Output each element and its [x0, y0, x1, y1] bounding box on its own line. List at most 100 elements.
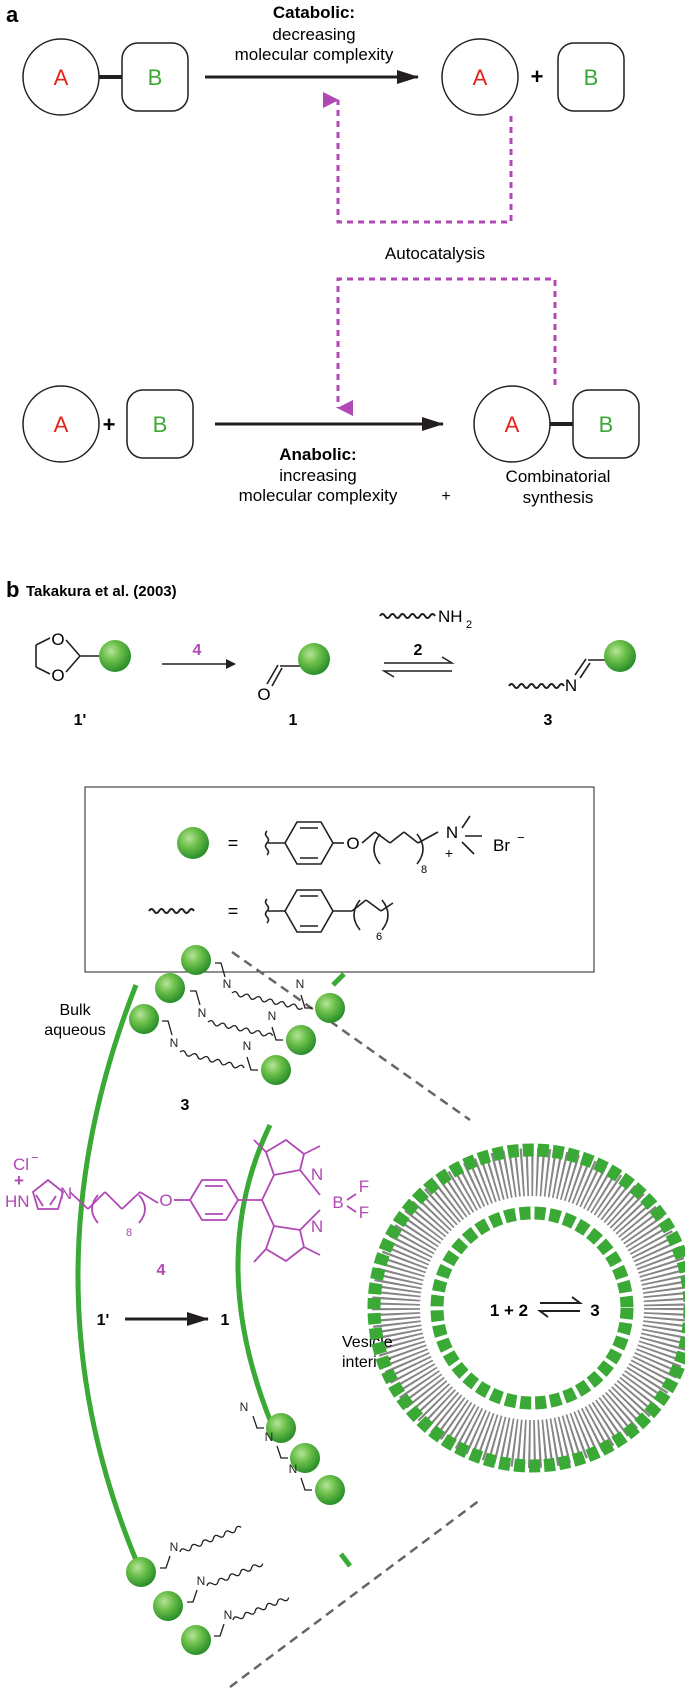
legend-br: Br [493, 836, 510, 855]
bulk-line2: aqueous [44, 1022, 105, 1039]
anabolic-plus: + [441, 488, 450, 505]
legend-n: N [446, 823, 458, 842]
aldehyde-o: O [257, 685, 270, 704]
anabolic-line2: molecular complexity [239, 486, 398, 505]
bodipy-n1: N [311, 1165, 323, 1184]
vesicle-inner-heads [430, 1206, 634, 1410]
n-top-5: N [268, 1009, 277, 1023]
equilibrium-forward [384, 656, 455, 664]
aldehyde-1 [266, 664, 300, 687]
n-bot-3: N [289, 1462, 298, 1476]
label-a-top: A [54, 65, 69, 90]
label-b-product: B [584, 65, 599, 90]
legend-sub8: 8 [421, 864, 427, 876]
catalyst-sub8: 8 [126, 1227, 132, 1239]
cl-ion: Cl [13, 1155, 29, 1174]
catabolic-line2: molecular complexity [235, 45, 394, 64]
rxn-left: 1' [97, 1312, 110, 1329]
membrane-inner-arc [235, 1123, 275, 1426]
vesicle-eq-left: 1 + 2 [490, 1301, 528, 1320]
green-ball-1prime [99, 640, 131, 672]
n-top-1: N [223, 977, 232, 991]
box-b-top [121, 42, 189, 112]
bodipy-b: B [332, 1193, 343, 1212]
circle-a-product [441, 38, 519, 116]
autocatalysis-loop-bottom [336, 277, 557, 416]
citation: Takakura et al. (2003) [26, 583, 177, 600]
imidazolium-plus: + [14, 1171, 24, 1190]
equilibrium-backward [381, 670, 452, 678]
imine-n: N [565, 676, 577, 695]
anabolic-line1: increasing [279, 466, 357, 485]
circle-a-bottom [22, 385, 100, 463]
n-bot-2: N [265, 1430, 274, 1444]
membrane-outer-arc [75, 984, 139, 1561]
catabolic-title: Catabolic: [273, 3, 355, 22]
n-top-2: N [198, 1006, 207, 1020]
imine-3-chain [508, 683, 565, 689]
legend-wavy-line [148, 908, 195, 914]
amine-nh: NH [438, 607, 463, 626]
imine-bonds [574, 658, 606, 679]
n-top-3: N [170, 1036, 179, 1050]
cl-minus: − [31, 1150, 39, 1165]
label-b-bottom: B [153, 412, 168, 437]
box-b-bottom [126, 389, 194, 459]
membrane-right-bottom-stub [339, 1552, 352, 1568]
vesicle: 1 + 2 3 [367, 1143, 685, 1473]
n-bot-4: N [170, 1540, 179, 1554]
anabolic-title: Anabolic: [279, 445, 356, 464]
imidazolium-n: N [60, 1184, 72, 1203]
label-3-membrane: 3 [181, 1097, 190, 1114]
legend-structure-1 [264, 815, 482, 865]
n-bot-5: N [197, 1574, 206, 1588]
label-1prime: 1' [74, 712, 87, 729]
vesicle-eq-forward [540, 1296, 583, 1304]
bf-bond-2 [346, 1205, 357, 1213]
vesicle-lumen [444, 1220, 620, 1396]
autocatalysis-label: Autocatalysis [385, 244, 485, 263]
legend-eq2: = [228, 901, 239, 921]
panel-a-label: a [6, 2, 19, 27]
n-top-6: N [243, 1039, 252, 1053]
box-b-product [557, 42, 625, 112]
panel-a: a A B Catabolic: decreasing molecular co… [6, 2, 640, 507]
acetal-o-bottom: O [51, 666, 64, 685]
zoom-line-bottom [229, 1498, 481, 1689]
rxn-right: 1 [221, 1312, 230, 1329]
acetal-o-top: O [51, 630, 64, 649]
bodipy-f2: F [359, 1203, 369, 1222]
label-a-bottom-product: A [505, 412, 520, 437]
plus-bottom: + [103, 412, 116, 437]
legend-plus: + [445, 845, 453, 861]
bodipy-f1: F [359, 1177, 369, 1196]
panel-b-label: b [6, 577, 19, 602]
autocatalysis-loop-top [323, 92, 513, 224]
bulk-line1: Bulk [59, 1002, 91, 1019]
legend-green-ball [177, 827, 209, 859]
acetal-1prime [35, 637, 100, 675]
legend-eq1: = [228, 833, 239, 853]
catalyst-4-structure [31, 1138, 321, 1263]
vesicle-outer-tails [372, 1148, 685, 1468]
legend-sub6: 6 [376, 931, 382, 943]
bottom-lipids: N N N N N N [126, 1400, 345, 1655]
amine-sub2: 2 [466, 619, 472, 631]
top-lipids: N N N N N N [129, 945, 345, 1085]
vesicle-eq-backward [537, 1310, 580, 1318]
legend-minus: − [517, 830, 525, 845]
plus-top: + [531, 64, 544, 89]
catabolic-line1: decreasing [272, 25, 355, 44]
label-a-product: A [473, 65, 488, 90]
label-b-top: B [148, 65, 163, 90]
amine-2-chain [379, 613, 436, 619]
bf-bond-1 [346, 1193, 357, 1201]
n-bot-6: N [224, 1608, 233, 1622]
vesicle-eq-right: 3 [590, 1301, 599, 1320]
imidazolium-hn: HN [5, 1192, 30, 1211]
legend-o: O [346, 834, 359, 853]
catalyst-4-label: 4 [157, 1262, 166, 1279]
n-bot-1: N [240, 1400, 249, 1414]
legend-structure-2 [264, 889, 394, 933]
